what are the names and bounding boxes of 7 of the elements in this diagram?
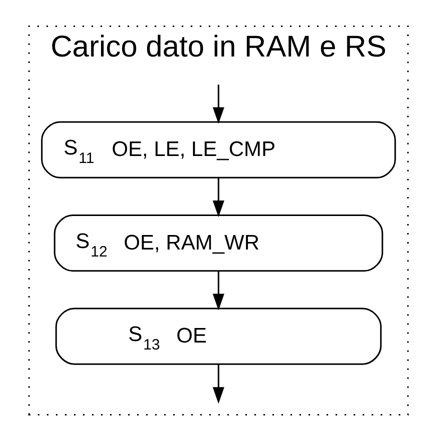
arrow <box>212 84 224 124</box>
node-box: S$_{13}$ OE <box>55 308 382 365</box>
arrow <box>212 271 224 310</box>
arrow <box>212 364 224 404</box>
arrow <box>212 178 224 218</box>
node-box: S$_{12}$ OE, RAM_WR <box>54 214 384 272</box>
node-box: S$_{11}$ OE, LE, LE_CMP <box>41 121 396 178</box>
